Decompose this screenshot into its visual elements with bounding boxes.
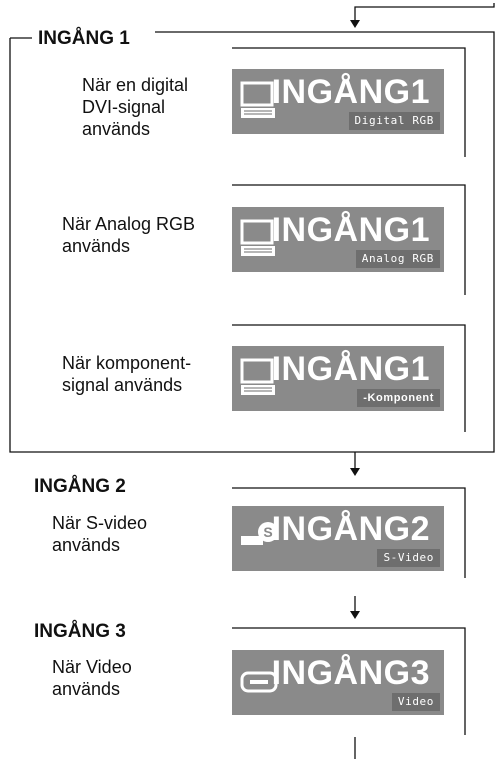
osd-display-component: INGÅNG1 -Komponent — [232, 346, 444, 411]
arrow-down-icon — [350, 20, 360, 28]
item-description: När Video används — [52, 657, 132, 699]
group-label-ingang-2: INGÅNG 2 — [34, 476, 126, 498]
computer-icon — [240, 358, 278, 403]
osd-display-video: INGÅNG3 Video — [232, 650, 444, 715]
s-video-icon: S — [240, 520, 280, 559]
arrowheads — [350, 20, 360, 619]
group-label-ingang-3: INGÅNG 3 — [34, 621, 126, 643]
arrow-down-icon — [350, 468, 360, 476]
item-description: När komponent- signal används — [62, 353, 192, 395]
osd-display-digital-rgb: INGÅNG1 Digital RGB — [232, 69, 444, 134]
item-description: När S-video används — [52, 513, 148, 555]
group-label-ingang-1: INGÅNG 1 — [34, 28, 134, 50]
video-icon — [240, 670, 280, 701]
computer-icon — [240, 219, 278, 264]
osd-display-analog-rgb: INGÅNG1 Analog RGB — [232, 207, 444, 272]
arrow-down-icon — [350, 611, 360, 619]
svg-text:S: S — [263, 524, 272, 540]
item-description: När en digital DVI-signal används — [82, 75, 189, 139]
osd-display-s-video: S INGÅNG2 S-Video — [232, 506, 444, 571]
computer-icon — [240, 81, 278, 126]
item-description: När Analog RGB används — [62, 214, 196, 256]
